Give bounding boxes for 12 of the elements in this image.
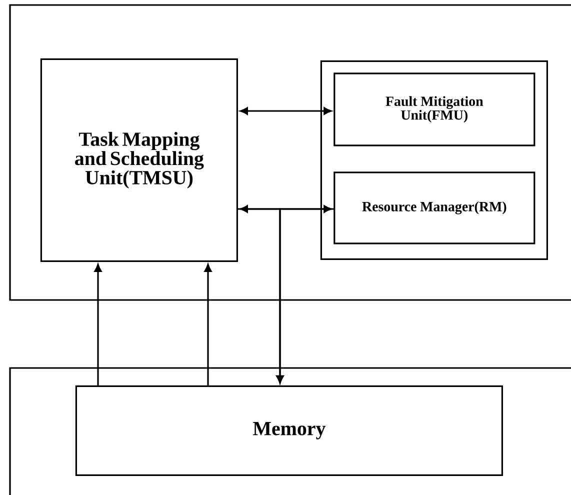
arrow bbox=[94, 264, 102, 386]
arrow bbox=[276, 208, 334, 384]
unit-box: Task Mapping and Scheduling Unit(TMSU) bbox=[40, 58, 238, 262]
frame-box bbox=[320, 60, 548, 260]
frame-box bbox=[9, 4, 571, 301]
memory-box: Memory bbox=[75, 385, 503, 476]
arrow bbox=[240, 107, 332, 115]
unit-box: Fault Mitigation Unit(FMU) bbox=[334, 72, 536, 146]
arrow bbox=[204, 264, 212, 386]
arrow bbox=[240, 205, 332, 213]
unit-box: Resource Manager(RM) bbox=[334, 172, 536, 244]
frame-box bbox=[9, 367, 571, 495]
